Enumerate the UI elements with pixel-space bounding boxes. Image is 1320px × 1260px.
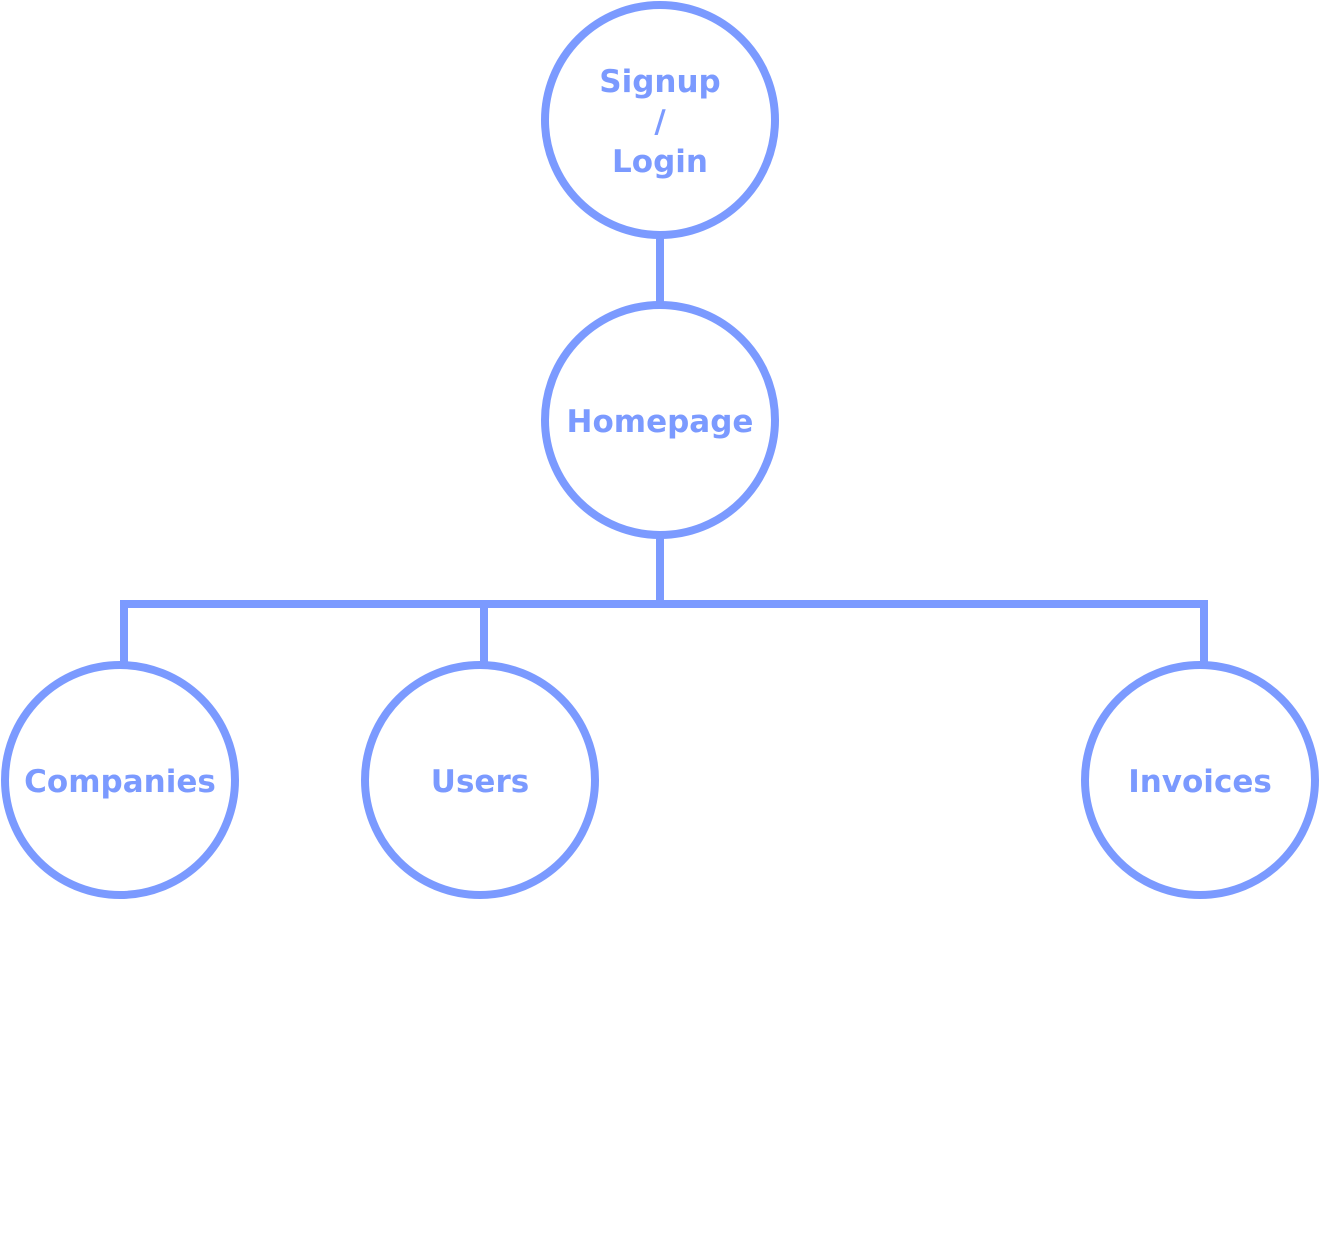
node-users-circle[interactable]: [361, 661, 599, 899]
node-invoices-label: Invoices: [1128, 764, 1272, 800]
node-login-label-line1: Signup: [599, 64, 720, 100]
node-homepage-label: Homepage: [567, 404, 754, 440]
node-companies-circle[interactable]: [1, 661, 239, 899]
node-login-label-line3: Login: [612, 144, 708, 180]
node-users-label: Users: [431, 764, 529, 800]
node-homepage-circle[interactable]: [541, 301, 779, 539]
node-login-label-line2: /: [654, 104, 666, 140]
node-login-circle[interactable]: [541, 1, 779, 239]
node-companies-label: Companies: [24, 764, 216, 800]
node-invoices-circle[interactable]: [1081, 661, 1319, 899]
